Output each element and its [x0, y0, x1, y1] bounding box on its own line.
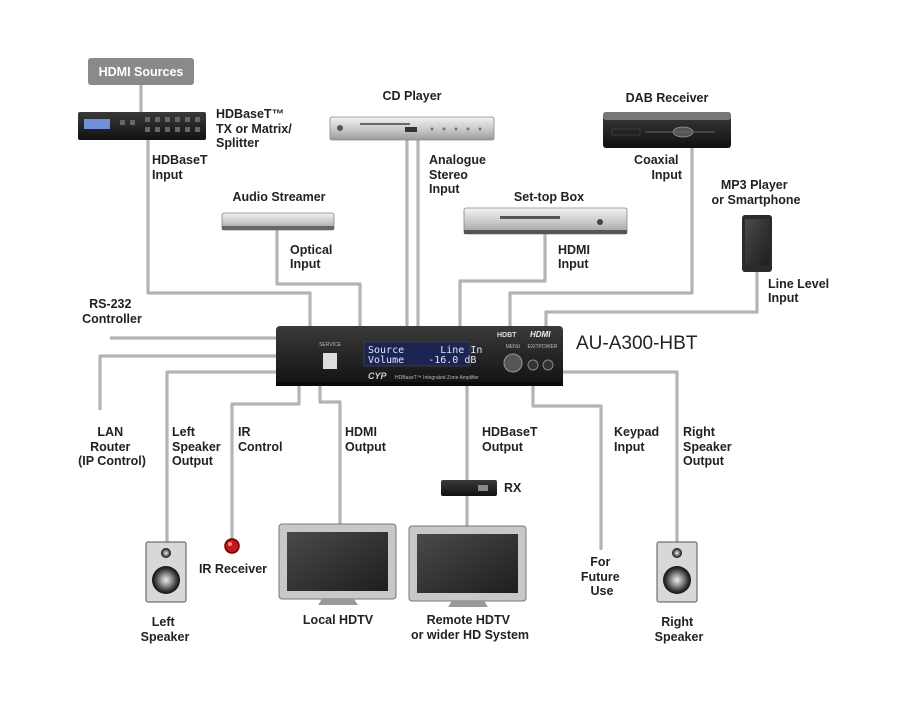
hub-display	[363, 341, 471, 367]
keypad-input-label: Keypad Input	[614, 425, 663, 454]
cable-left-speaker	[165, 370, 276, 542]
cable-keypad	[531, 386, 603, 550]
dab-receiver-device	[603, 112, 731, 148]
labels: HDBaseT™ TX or Matrix/ Splitter HDBaseT …	[78, 89, 833, 644]
left-speaker-device	[145, 541, 187, 603]
cables	[98, 84, 759, 550]
cable-right-speaker	[562, 370, 679, 542]
left-speaker-output-label: Left Speaker Output	[172, 425, 224, 468]
right-speaker-device	[656, 541, 698, 603]
cd-player-device	[329, 116, 495, 141]
cable-coaxial-input	[508, 148, 694, 326]
mp3-player-label: MP3 Player or Smartphone	[712, 178, 801, 207]
left-speaker-label: Left Speaker	[141, 615, 190, 644]
right-speaker-output-label: Right Speaker Output	[683, 425, 735, 468]
hdbt-logo: HDBT	[497, 332, 517, 339]
exit-button	[527, 359, 539, 371]
coaxial-input-label: Coaxial Input	[634, 153, 683, 182]
display-line-1: Source Line In	[368, 345, 482, 356]
hub-model-label: AU-A300-HBT	[576, 333, 698, 354]
hdmi-sources-badge: HDMI Sources	[88, 58, 194, 85]
ir-receiver-label: IR Receiver	[199, 562, 267, 576]
exit-label: EXIT	[527, 344, 538, 350]
settop-box-label: Set-top Box	[514, 190, 584, 204]
cd-player-label: CD Player	[382, 89, 441, 103]
cable-line-level-input	[544, 272, 759, 326]
volume-knob	[503, 353, 523, 373]
usb-port	[323, 353, 337, 369]
cable-ir-control	[230, 386, 301, 540]
local-hdtv-device	[278, 523, 397, 605]
cable-optical-input	[275, 230, 362, 326]
hdbaset-output-label: HDBaseT Output	[482, 425, 541, 454]
cable-hdmi-input	[458, 234, 547, 326]
remote-hdtv-label: Remote HDTV or wider HD System	[411, 613, 529, 642]
hdmi-output-label: HDMI Output	[345, 425, 387, 454]
dab-receiver-label: DAB Receiver	[626, 91, 709, 105]
hdmi-sources-label: HDMI Sources	[99, 65, 184, 79]
local-hdtv-label: Local HDTV	[303, 613, 374, 627]
future-use-label: For Future Use	[581, 555, 623, 598]
right-speaker-label: Right Speaker	[655, 615, 704, 644]
optical-input-label: Optical Input	[290, 243, 336, 271]
hdbaset-input-label: HDBaseT Input	[152, 153, 211, 182]
service-label: SERVICE	[319, 342, 342, 348]
line-level-input-label: Line Level Input	[768, 277, 833, 305]
remote-hdtv-device	[408, 525, 527, 607]
ir-receiver-device	[224, 538, 240, 554]
power-button	[542, 359, 554, 371]
hub-device: SERVICE Source Line In Volume -16.0 dB C…	[276, 326, 563, 386]
ir-control-label: IR Control	[238, 425, 282, 454]
hdmi-input-label: HDMI Input	[558, 243, 593, 271]
hdmi-logo: HDMI	[530, 330, 551, 339]
hdbaset-tx-label: HDBaseT™ TX or Matrix/ Splitter	[216, 107, 295, 150]
rx-device	[441, 480, 497, 496]
rx-label: RX	[504, 481, 522, 495]
mp3-player-device	[742, 215, 772, 272]
cable-hdbaset-input	[146, 140, 312, 326]
lan-router-label: LAN Router (IP Control)	[78, 425, 146, 468]
analogue-input-label: Analogue Stereo Input	[429, 153, 489, 196]
hub-caption: HDBaseT™ Integrated Zone Amplifier	[395, 375, 479, 381]
cable-lan	[98, 354, 276, 410]
settop-box-device	[463, 207, 628, 235]
cable-hdmi-output	[318, 386, 342, 524]
audio-streamer-label: Audio Streamer	[232, 190, 325, 204]
brand-logo: CYP	[368, 371, 388, 381]
display-line-2: Volume -16.0 dB	[368, 355, 476, 366]
audio-streamer-device	[221, 212, 335, 231]
rs232-label: RS-232 Controller	[82, 297, 142, 326]
menu-label: MENU	[506, 344, 521, 350]
hdbaset-tx-device	[78, 112, 206, 140]
power-label: POWER	[539, 344, 558, 350]
